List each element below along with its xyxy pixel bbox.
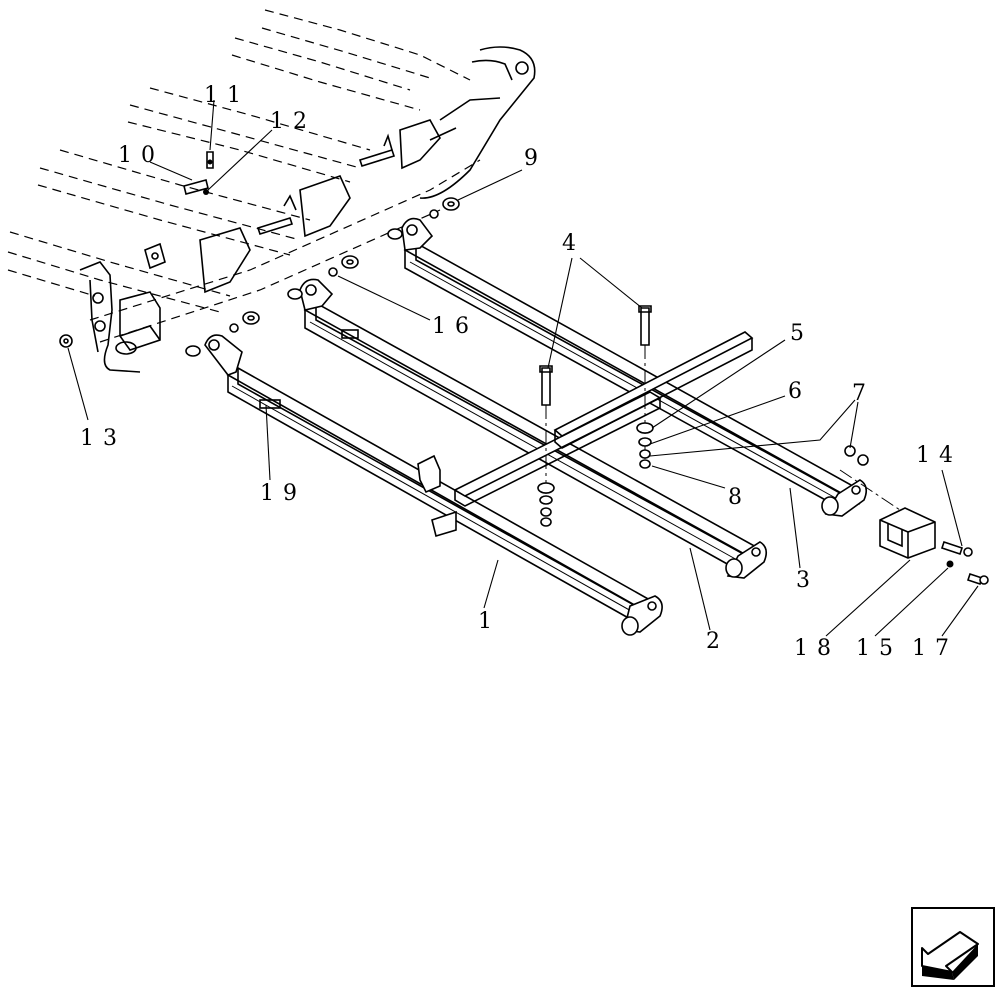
cross-members [453, 331, 754, 507]
hardware [59, 197, 989, 586]
callout-4: 4 [562, 231, 585, 256]
callout-6: 6 [788, 379, 811, 404]
drawbar-tube-2 [287, 278, 768, 579]
callout-12: 12 [270, 109, 316, 134]
callout-5: 5 [790, 321, 813, 346]
drawbar-tube-1 [185, 334, 663, 636]
callout-17: 17 [912, 636, 958, 661]
callout-13: 13 [80, 426, 126, 451]
callout-18: 18 [794, 636, 840, 661]
leader-lines [67, 99, 979, 637]
callout-15: 15 [856, 636, 902, 661]
callout-1: 1 [478, 609, 501, 634]
callout-11: 11 [204, 83, 250, 108]
callout-8: 8 [728, 485, 751, 510]
callout-10: 10 [118, 143, 164, 168]
callout-7: 7 [852, 381, 875, 406]
callout-3: 3 [796, 568, 819, 593]
drawbar-tube-3 [387, 217, 868, 517]
callout-2: 2 [706, 629, 729, 654]
callout-14: 14 [916, 443, 962, 468]
callout-19: 19 [260, 481, 306, 506]
callout-16: 16 [432, 314, 478, 339]
main-frame-phantom [7, 9, 536, 373]
callout-9: 9 [524, 146, 547, 171]
callout-labels: 1 2 3 4 5 6 7 8 9 10 11 12 13 14 15 16 1… [80, 83, 962, 661]
front-direction-arrow-icon [911, 907, 995, 987]
